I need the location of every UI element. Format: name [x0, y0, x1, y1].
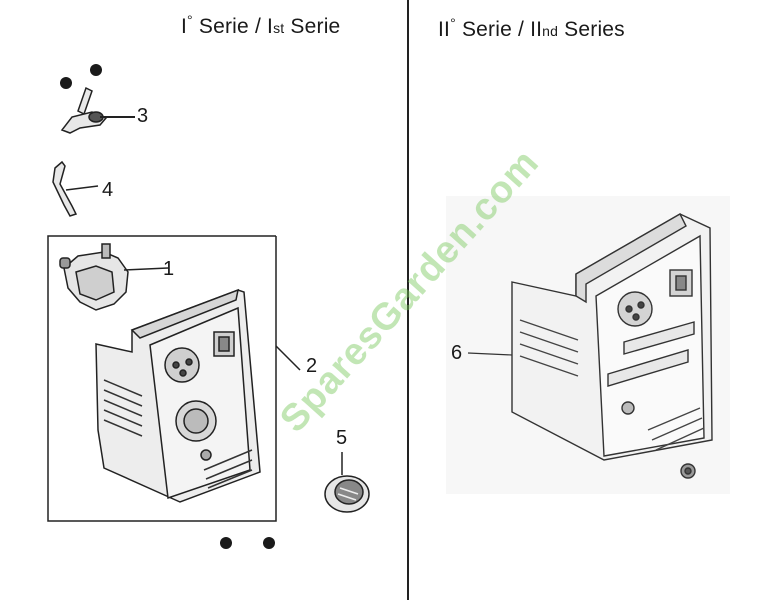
part-6-cover	[446, 196, 730, 494]
part-2-group-frame	[47, 235, 277, 522]
callout-2: 2	[306, 355, 318, 377]
screw-pair-top	[60, 64, 102, 89]
callout-1: 1	[163, 258, 175, 280]
callout-4: 4	[102, 179, 114, 201]
series-1-suffix: st	[273, 20, 285, 36]
part-2-right-vents	[203, 449, 253, 489]
part-5-cap	[324, 452, 370, 513]
series-1-degree-mark: °	[187, 12, 193, 28]
series-1-tail: Serie	[284, 15, 341, 38]
series-2-roman: II	[438, 18, 451, 41]
callout-6: 6	[451, 342, 463, 364]
series-1-roman: I	[181, 15, 188, 38]
part-1-bracket-assembly	[59, 243, 169, 311]
part-4-bracket	[52, 160, 99, 217]
screw-pair-bottom	[220, 537, 275, 549]
series-2-heading: II° Serie / IInd Series	[438, 15, 625, 42]
series-1-word: Serie / I	[198, 15, 274, 38]
part-6-left-vents	[519, 319, 579, 377]
series-1-heading: I° Serie / Ist Serie	[181, 12, 340, 39]
series-2-word: Serie / II	[461, 18, 543, 41]
series-2-suffix: nd	[542, 23, 559, 39]
callout-3: 3	[137, 105, 149, 127]
part-6-right-vents	[647, 407, 705, 451]
series-2-degree-mark: °	[450, 15, 456, 31]
part-3-clamp	[60, 86, 135, 134]
part-2-left-vents	[103, 379, 143, 437]
callout-5: 5	[336, 427, 348, 449]
part-2-cover	[95, 288, 301, 503]
series-2-tail: Series	[558, 18, 625, 41]
